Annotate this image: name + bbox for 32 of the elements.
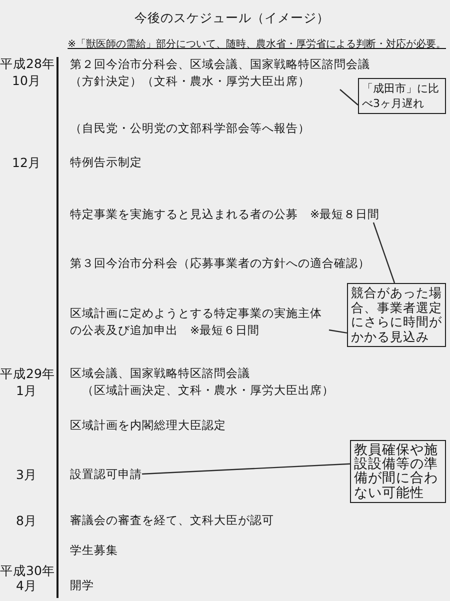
event-text: 学生募集 xyxy=(70,542,118,558)
note-text: ※「獣医師の需給」部分について、随時、農水省・厚労省による判断・対応が必要。 xyxy=(68,38,446,52)
leader-line xyxy=(328,329,348,334)
event-text: 特例告示制定 xyxy=(70,154,142,170)
event-text: 開学 xyxy=(70,576,94,594)
event-text: 区域計画を内閣総理大臣認定 xyxy=(70,416,226,434)
leader-line xyxy=(142,463,350,475)
leader-line xyxy=(340,89,358,106)
event-text: 特定事業を実施すると見込まれる者の公募 ※最短８日間 xyxy=(70,206,380,222)
callout-box: 教員確保や施設設備等の準備が間に合わない可能性 xyxy=(350,440,446,503)
date-label: 平成29年 xyxy=(0,364,53,382)
event-text: 審議会の審査を経て、文科大臣が認可 xyxy=(70,512,274,528)
leader-line xyxy=(372,222,396,284)
date-label: 10月 xyxy=(11,72,42,88)
date-label: 平成28年 xyxy=(0,54,53,72)
date-label: 12月 xyxy=(11,154,42,170)
event-text: （区域計画決定、文科・農水・厚労大臣出席） xyxy=(82,382,334,398)
event-text: 区域会議、国家戦略特区諮問会議 xyxy=(70,364,250,382)
callout-box: 「成田市」に比べ3ヶ月遅れ xyxy=(358,78,446,114)
event-text: 第３回今治市分科会（応募事業者の方針への適合確認） xyxy=(70,254,370,272)
event-text: 区域計画に定めようとする特定事業の実施主体の公表及び追加申出 ※最短６日間 xyxy=(70,304,329,338)
date-label: 8月 xyxy=(15,512,38,528)
date-label: 平成30年 xyxy=(0,562,53,578)
date-label: 3月 xyxy=(15,466,38,482)
event-text: （自民党・公明党の文部科学部会等へ報告） xyxy=(70,120,310,136)
title: 今後のスケジュール（イメージ） xyxy=(134,9,330,27)
event-text: 第２回今治市分科会、区域会議、国家戦略特区諮問会議 xyxy=(70,56,370,72)
event-text: 設置認可申請 xyxy=(70,466,142,482)
date-label: 4月 xyxy=(15,576,38,594)
callout-box: 競合があった場合、事業者選定にさらに時間がかかる見込み xyxy=(347,283,446,347)
event-text: （方針決定）（文科・農水・厚労大臣出席） xyxy=(70,72,311,90)
date-label: 1月 xyxy=(15,382,38,398)
